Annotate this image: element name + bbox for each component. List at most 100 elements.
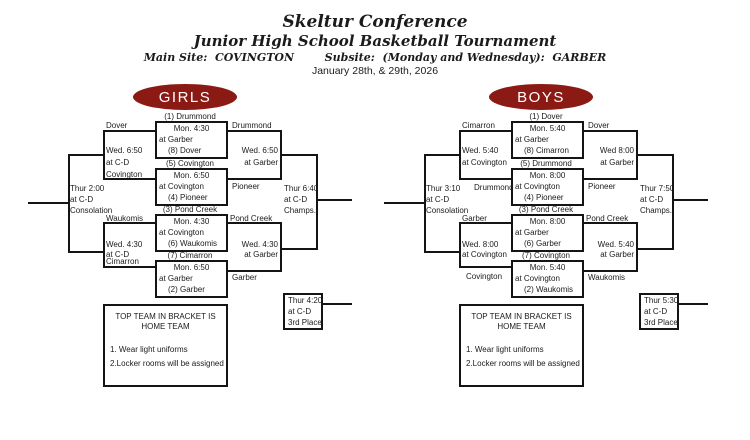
game3-loser-label: Waukomis (106, 214, 144, 223)
champion-line (318, 199, 352, 201)
boys-banner-label: BOYS (517, 88, 565, 106)
site-line: Main Site: COVINGTON Subsite: (Monday an… (143, 51, 607, 64)
note-line4: 2.Locker rooms will be assigned (110, 359, 224, 368)
game4-bottom-seed-label: (2) Garber (168, 285, 205, 294)
game4-winner-label: Waukomis (588, 273, 626, 282)
game1-time: Mon. 4:30 (173, 124, 210, 133)
consolation-site: at C-D (70, 195, 94, 204)
girls-banner-label: GIRLS (158, 88, 212, 106)
consolation-site: at C-D (426, 195, 450, 204)
game4-time: Mon. 5:40 (529, 263, 566, 272)
winner1-line (583, 130, 638, 132)
game4-winner-label: Garber (232, 273, 257, 282)
game2-box: Mon. 8:00 at Covington (4) Pioneer (511, 168, 584, 206)
game1-time: Mon. 5:40 (529, 124, 566, 133)
note-line3: 1. Wear light uniforms (466, 345, 544, 354)
right-semi-top-advance-line (638, 154, 674, 156)
championship-connector (316, 154, 318, 250)
left-semi-bottom-advance-line (68, 251, 105, 253)
game3-time: Mon. 8:00 (529, 217, 566, 226)
game2-loser-label: Covington (106, 170, 143, 179)
right-semi-bottom-advance-line (282, 248, 318, 250)
girls-banner: GIRLS (133, 84, 237, 110)
third-place-box: Thur 4:20 at C-D 3rd Place (283, 293, 323, 330)
left-semi-bottom-site: at C-D (106, 250, 130, 259)
game2-top-seed-label: (5) Drummond (520, 159, 572, 168)
loser1-line (103, 130, 155, 132)
loser3-line (459, 222, 511, 224)
consolation-connector (68, 154, 70, 253)
game4-loser-label: Covington (466, 272, 503, 281)
game4-box: Mon. 5:40 at Covington (2) Waukomis (511, 260, 584, 298)
third-place-label: 3rd Place (644, 318, 678, 327)
right-semi-top-site: at Garber (600, 158, 634, 167)
game1-winner-label: Dover (588, 121, 610, 130)
championship-connector (672, 154, 674, 250)
winner4-line (227, 270, 282, 272)
consolation-connector (424, 154, 426, 253)
right-semi-bottom-site: at Garber (244, 250, 278, 259)
game3-top-seed-label: (3) Pond Creek (518, 205, 574, 214)
game3-box: Mon. 8:00 at Garber (6) Garber (511, 214, 584, 252)
right-semi-top-site: at Garber (244, 158, 278, 167)
game3-winner-label: Pond Creek (586, 214, 629, 223)
game2-bottom-seed-label: (4) Pioneer (168, 193, 208, 202)
consolation-label: Consolation (426, 206, 469, 215)
note-box: TOP TEAM IN BRACKET IS HOME TEAM 1. Wear… (103, 304, 228, 387)
game4-box: Mon. 6:50 at Garber (2) Garber (155, 260, 228, 298)
winner2-line (227, 178, 282, 180)
tournament-title: Skeltur Conference (282, 12, 468, 32)
third-place-site: at C-D (288, 307, 312, 316)
right-semi-top-time: Wed 8:00 (599, 146, 634, 155)
third-place-time: Thur 4:20 (288, 296, 323, 305)
game1-site: at Garber (159, 135, 193, 144)
game3-site: at Garber (515, 228, 549, 237)
winner2-line (583, 178, 638, 180)
game1-top-seed-label: (1) Drummond (164, 112, 216, 121)
championship-label: Champs. (640, 206, 673, 215)
game4-bottom-seed-label: (2) Waukomis (524, 285, 574, 294)
left-semi-top-time: Wed. 6:50 (106, 146, 143, 155)
game2-winner-label: Pioneer (232, 182, 260, 191)
champion-line (674, 199, 708, 201)
game1-top-seed-label: (1) Dover (529, 112, 563, 121)
winner4-line (583, 270, 638, 272)
game2-box: Mon. 6:50 at Covington (4) Pioneer (155, 168, 228, 206)
left-semi-bottom-advance-line (424, 251, 461, 253)
third-place-time: Thur 5:30 (644, 296, 679, 305)
game4-top-seed-label: (7) Cimarron (167, 251, 213, 260)
note-box: TOP TEAM IN BRACKET IS HOME TEAM 1. Wear… (459, 304, 584, 387)
note-line2: HOME TEAM (141, 322, 190, 331)
right-semi-top-connector (280, 130, 282, 180)
note-line2: HOME TEAM (497, 322, 546, 331)
game2-winner-label: Pioneer (588, 182, 616, 191)
game4-site: at Garber (159, 274, 193, 283)
boys-bracket: BOYS (1) Dover Mon. 5:40 at Garber (8) C… (356, 0, 731, 440)
note-line1: TOP TEAM IN BRACKET IS (471, 312, 572, 321)
consolation-winner-line (384, 202, 424, 204)
winner3-line (583, 222, 638, 224)
game1-bottom-seed-label: (8) Dover (168, 146, 202, 155)
game3-bottom-seed-label: (6) Waukomis (168, 239, 218, 248)
note-line1: TOP TEAM IN BRACKET IS (115, 312, 216, 321)
game3-time: Mon. 4:30 (173, 217, 210, 226)
game2-bottom-seed-label: (4) Pioneer (524, 193, 564, 202)
tournament-subtitle: Junior High School Basketball Tournament (193, 32, 557, 50)
game4-site: at Covington (515, 274, 560, 283)
right-semi-bottom-connector (636, 222, 638, 272)
game2-site: at Covington (515, 182, 560, 191)
third-place-winner-line (321, 303, 352, 305)
left-semi-bottom-connector (459, 222, 461, 268)
boys-banner: BOYS (489, 84, 593, 110)
girls-bracket: GIRLS (1) Drummond Mon. 4:30 at Garber (… (28, 84, 352, 387)
left-semi-top-site: at Covington (462, 158, 507, 167)
consolation-time: Thur 2:00 (70, 184, 105, 193)
right-semi-bottom-time: Wed. 5:40 (597, 240, 634, 249)
note-line3: 1. Wear light uniforms (110, 345, 188, 354)
note-line4: 2.Locker rooms will be assigned (466, 359, 580, 368)
loser4-line (459, 266, 511, 268)
right-semi-top-advance-line (282, 154, 318, 156)
game3-box: Mon. 4:30 at Covington (6) Waukomis (155, 214, 228, 252)
game3-bottom-seed-label: (6) Garber (524, 239, 561, 248)
game4-loser-label: Cimarron (106, 257, 139, 266)
